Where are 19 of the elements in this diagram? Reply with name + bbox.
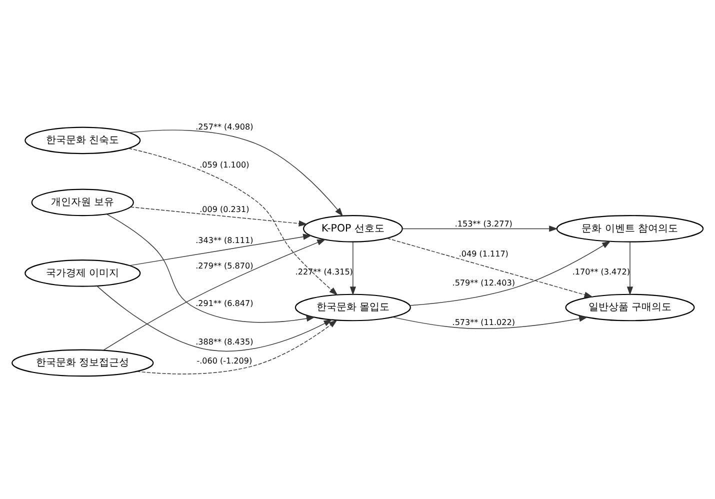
arrow <box>136 320 338 374</box>
arrow <box>350 242 356 296</box>
arrow <box>402 226 558 232</box>
node-ellipse: 국가경제 이미지 <box>24 260 141 287</box>
node-ellipse: 문화 이벤트 참여의도 <box>556 215 704 242</box>
arrow <box>392 316 588 329</box>
arrow <box>96 286 332 352</box>
arrow <box>626 242 634 296</box>
node-ellipse: 한국문화 정보접근성 <box>12 349 154 377</box>
arrow <box>128 148 338 296</box>
arrow <box>386 238 594 298</box>
arrow <box>102 239 326 351</box>
arrow <box>409 240 611 306</box>
node-ellipse: 개인자원 보유 <box>31 188 134 216</box>
arrow <box>129 234 312 266</box>
node-ellipse: 한국문화 친숙도 <box>24 126 141 154</box>
arrow <box>106 214 316 323</box>
arrow <box>128 130 344 217</box>
arrow <box>130 206 308 227</box>
